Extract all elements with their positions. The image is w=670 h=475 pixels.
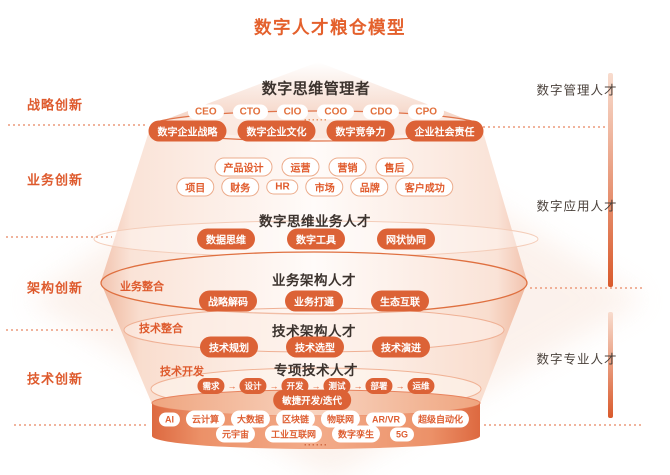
architecture-skill-pill: 业务打通 bbox=[285, 290, 343, 312]
ellipsis-decor-bottom: ······ bbox=[304, 440, 328, 450]
architecture-skill-pill: 技术演进 bbox=[372, 336, 430, 358]
executive-role-pill: CPO bbox=[408, 104, 445, 120]
tier-header-digital-mindset-managers: 数字思维管理者 bbox=[261, 80, 371, 98]
tech-stack-row-2: 元宇宙工业互联网数字孪生 5G bbox=[215, 425, 415, 443]
architecture-skill-pill: 生态互联 bbox=[371, 290, 429, 312]
business-function-pill: HR bbox=[266, 179, 299, 195]
architecture-skill-pill: 技术规划 bbox=[200, 336, 258, 358]
tech-stack-pill: 物联网 bbox=[321, 410, 361, 428]
right-label-application-talent: 数字应用人才 bbox=[536, 199, 618, 214]
tech-stack-pill: 5G bbox=[390, 427, 415, 441]
executive-role-pill: CIO bbox=[276, 104, 309, 120]
manager-skill-pill: 数字企业战略 bbox=[148, 120, 227, 142]
manager-skill-pill: 数字竞争力 bbox=[326, 120, 395, 142]
business-architecture-skills-row: 战略解码 业务打通 生态互联 bbox=[199, 290, 429, 312]
lifecycle-step-pill: 部署 bbox=[365, 378, 393, 394]
business-function-pill: 营销 bbox=[328, 157, 367, 177]
business-function-pill: 财务 bbox=[221, 177, 260, 197]
business-function-pill: 客户成功 bbox=[395, 177, 454, 197]
lifecycle-step-pill: 运维 bbox=[407, 378, 435, 394]
tier-header-business-architecture-talent: 业务架构人才 bbox=[272, 273, 356, 288]
flow-arrow-icon: → bbox=[353, 381, 363, 391]
tech-stack-pill: 区块链 bbox=[275, 410, 315, 428]
executive-role-pill: COO bbox=[317, 104, 355, 120]
manager-skills-row: 数字企业战略数字企业文化数字竞争力企业社会责任 bbox=[148, 120, 484, 142]
executive-roles-row: CEO CTO CIO COO CDO CPO bbox=[187, 104, 445, 120]
left-label-architecture-innovation: 架构创新 bbox=[26, 280, 84, 296]
page-title: 数字人才粮仓模型 bbox=[254, 17, 406, 38]
left-label-technology-innovation: 技术创新 bbox=[26, 371, 84, 387]
lifecycle-step-pill: 需求 bbox=[197, 378, 225, 394]
flow-arrow-icon: → bbox=[395, 381, 405, 391]
agile-dev-pill: 敏捷开发/迭代 bbox=[273, 390, 351, 410]
business-function-pill: 市场 bbox=[305, 177, 344, 197]
manager-skill-pill: 企业社会责任 bbox=[405, 120, 484, 142]
ellipsis-decor-top: ······ bbox=[304, 115, 328, 125]
business-function-pill: 运营 bbox=[281, 157, 320, 177]
business-skill-pill: 数据思维 bbox=[197, 228, 255, 250]
left-label-business-innovation: 业务创新 bbox=[26, 172, 84, 188]
executive-role-pill: CEO bbox=[187, 104, 224, 120]
business-skill-pill: 网状协同 bbox=[377, 228, 435, 250]
tech-stack-pill: 超级自动化 bbox=[412, 410, 470, 428]
left-label-strategy-innovation: 战略创新 bbox=[26, 97, 84, 113]
side-label-technology-development: 技术开发 bbox=[160, 366, 204, 378]
right-label-professional-talent: 数字专业人才 bbox=[536, 352, 618, 367]
business-functions-row-2: 项目财务 HR 市场品牌客户成功 bbox=[176, 177, 454, 197]
business-function-pill: 产品设计 bbox=[214, 157, 273, 177]
right-label-management-talent: 数字管理人才 bbox=[536, 83, 618, 98]
business-function-pill: 项目 bbox=[176, 177, 215, 197]
manager-skill-pill: 数字企业文化 bbox=[237, 120, 316, 142]
flow-arrow-icon: → bbox=[269, 381, 279, 391]
business-skills-row: 数据思维 数字工具 网状协同 bbox=[197, 228, 435, 250]
tech-stack-pill: 数字孪生 bbox=[332, 425, 381, 443]
side-label-business-integration: 业务整合 bbox=[120, 281, 164, 293]
tech-stack-row-1: AI 云计算大数据区块链物联网 AR/VR 超级自动化 bbox=[158, 410, 470, 428]
flow-arrow-icon: → bbox=[227, 381, 237, 391]
tier-header-specialized-technical-talent: 专项技术人才 bbox=[274, 363, 358, 378]
tech-stack-pill: 工业互联网 bbox=[264, 425, 322, 443]
tier-header-technical-architecture-talent: 技术架构人才 bbox=[272, 324, 356, 339]
business-function-pill: 品牌 bbox=[350, 177, 389, 197]
tech-stack-pill: 元宇宙 bbox=[215, 425, 255, 443]
architecture-skill-pill: 战略解码 bbox=[199, 290, 257, 312]
tech-stack-pill: 大数据 bbox=[230, 410, 270, 428]
tech-stack-pill: AI bbox=[158, 412, 180, 426]
lifecycle-step-pill: 设计 bbox=[239, 378, 267, 394]
architecture-skill-pill: 技术选型 bbox=[286, 336, 344, 358]
tech-stack-pill: 云计算 bbox=[185, 410, 225, 428]
dev-lifecycle-flow-row: 需求→设计→开发→测试→部署→运维 bbox=[197, 378, 435, 394]
executive-role-pill: CTO bbox=[232, 104, 268, 120]
technical-architecture-skills-row: 技术规划 技术选型 技术演进 bbox=[200, 336, 430, 358]
tech-stack-pill: AR/VR bbox=[366, 412, 407, 426]
business-function-pill: 售后 bbox=[375, 157, 414, 177]
tier-header-digital-mindset-business-talent: 数字思维业务人才 bbox=[259, 214, 371, 229]
side-label-technology-integration: 技术整合 bbox=[139, 323, 183, 335]
business-skill-pill: 数字工具 bbox=[287, 228, 345, 250]
flow-arrow-icon: → bbox=[311, 381, 321, 391]
business-functions-row-1: 产品设计运营营销售后 bbox=[214, 157, 414, 177]
executive-role-pill: CDO bbox=[363, 104, 400, 120]
